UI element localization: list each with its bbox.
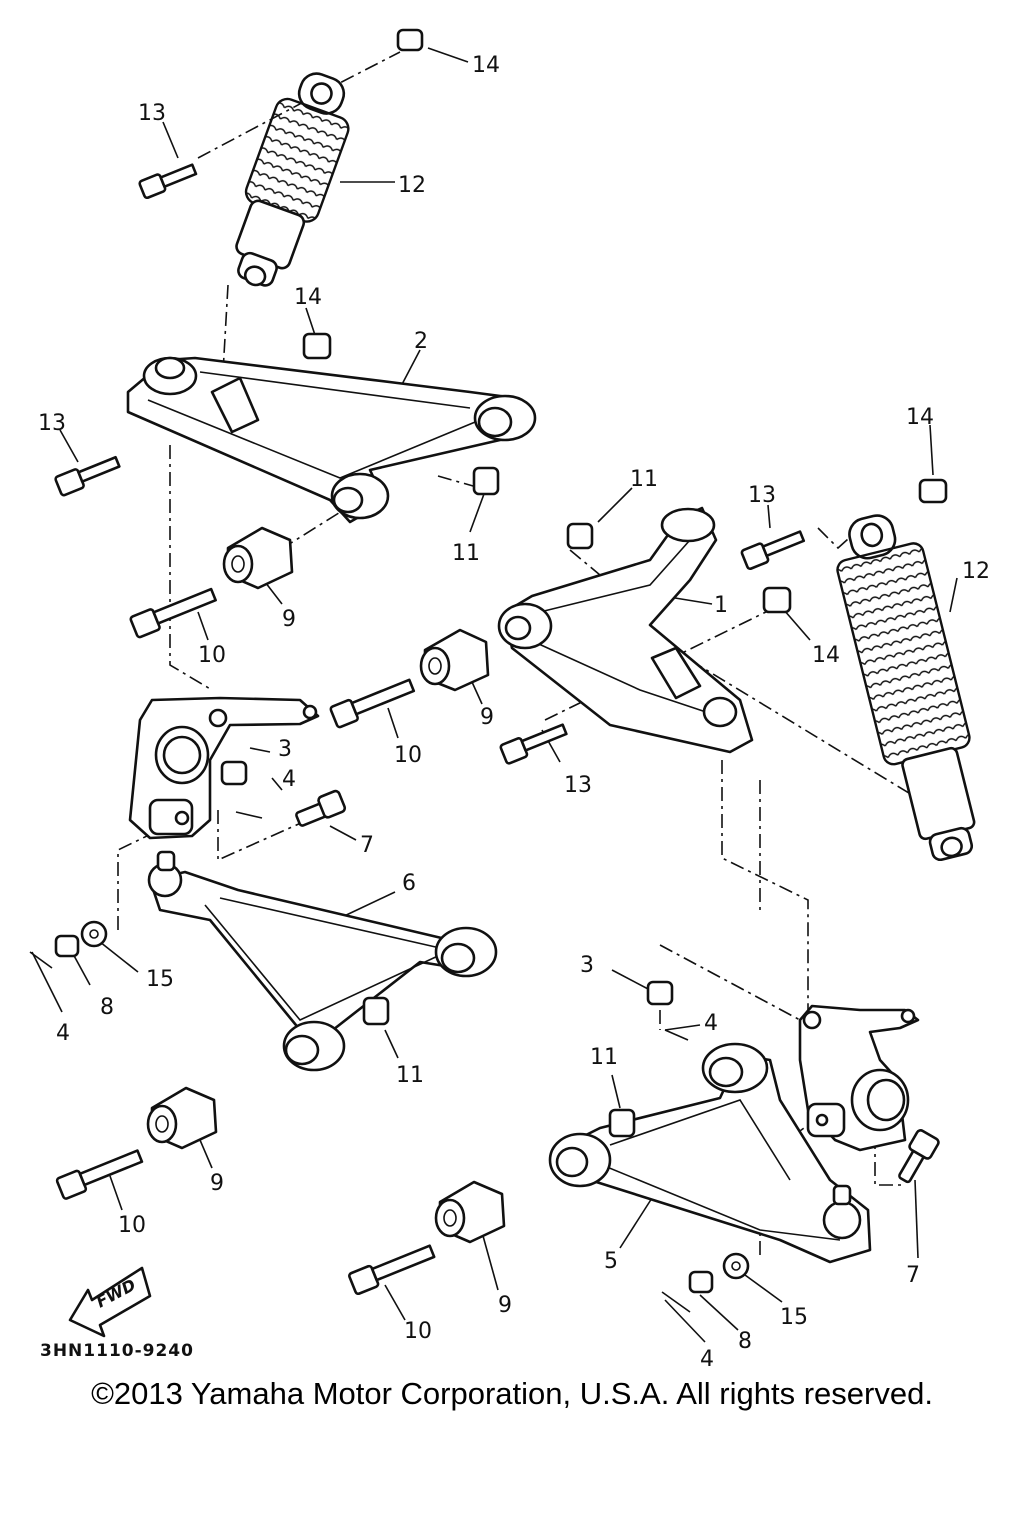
callout-c3b: 3 — [580, 953, 594, 978]
callout-c4c: 4 — [704, 1011, 718, 1036]
fwd-arrow-icon: FWD — [68, 1266, 152, 1338]
bushing-9-b — [419, 628, 490, 692]
shock-absorber-left — [235, 72, 350, 287]
callout-c5: 5 — [604, 1249, 618, 1274]
callout-c4d: 4 — [700, 1347, 714, 1372]
callout-c3a: 3 — [278, 737, 292, 762]
callout-c4b: 4 — [56, 1021, 70, 1046]
callout-c8b: 8 — [738, 1329, 752, 1354]
callout-c14d: 14 — [812, 643, 840, 668]
bolts — [54, 163, 940, 1296]
steering-knuckle-left — [128, 696, 320, 840]
cotter-pins — [29, 811, 691, 1313]
nuts-and-washers — [54, 28, 948, 1294]
callout-c2: 2 — [414, 329, 428, 354]
copyright-notice: ©2013 Yamaha Motor Corporation, U.S.A. A… — [91, 1376, 933, 1411]
callout-c12a: 12 — [398, 173, 426, 198]
callout-c13a: 13 — [138, 101, 166, 126]
shock-absorber-right — [836, 514, 976, 862]
callout-c10c: 10 — [118, 1213, 146, 1238]
callout-c9a: 9 — [282, 607, 296, 632]
callout-c7b: 7 — [906, 1263, 920, 1288]
bushing-9-d — [434, 1180, 506, 1244]
callout-c1: 1 — [714, 593, 728, 618]
upper-arm-right — [497, 506, 754, 754]
callout-c6: 6 — [402, 871, 416, 896]
diagram-code: 3HN1110-9240 — [40, 1341, 194, 1361]
callout-c13c: 13 — [748, 483, 776, 508]
callout-c7a: 7 — [360, 833, 374, 858]
callout-c9c: 9 — [210, 1171, 224, 1196]
bushing-9-a — [222, 526, 294, 590]
callout-c13d: 13 — [564, 773, 592, 798]
callout-c11a: 11 — [452, 541, 480, 566]
leader-lines — [31, 47, 958, 1343]
callout-c10b: 10 — [394, 743, 422, 768]
callout-c9d: 9 — [498, 1293, 512, 1318]
callout-c4a: 4 — [282, 767, 296, 792]
callout-c12b: 12 — [962, 559, 990, 584]
callout-c11d: 11 — [590, 1045, 618, 1070]
callout-c15a: 15 — [146, 967, 174, 992]
callout-c14a: 14 — [472, 53, 500, 78]
bushing-9-c — [146, 1086, 218, 1150]
lower-arm-left — [147, 850, 498, 1072]
upper-arm-left — [126, 356, 537, 524]
callout-c14b: 14 — [294, 285, 322, 310]
callout-c10d: 10 — [404, 1319, 432, 1344]
callout-c10a: 10 — [198, 643, 226, 668]
callout-c8a: 8 — [100, 995, 114, 1020]
callout-c13b: 13 — [38, 411, 66, 436]
callout-c11b: 11 — [630, 467, 658, 492]
lower-arm-right — [548, 1042, 872, 1264]
callout-c11c: 11 — [396, 1063, 424, 1088]
callout-c14c: 14 — [906, 405, 934, 430]
callout-c9b: 9 — [480, 705, 494, 730]
callout-numbers: 14 13 12 14 2 13 11 9 10 11 13 14 12 1 1… — [38, 53, 990, 1372]
steering-knuckle-right — [798, 1004, 920, 1152]
callout-c15b: 15 — [780, 1305, 808, 1330]
